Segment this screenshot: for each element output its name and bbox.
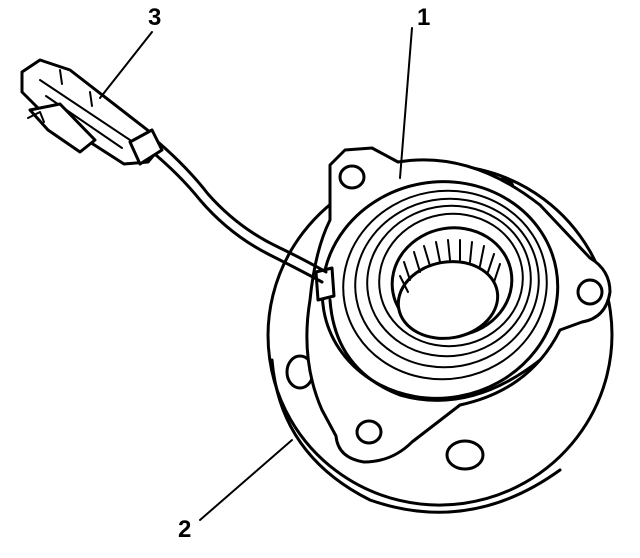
mounting-bolt-hole [338,164,366,190]
leader-line-1 [399,27,413,179]
splined-hub-bore [390,226,514,340]
callout-label-1: 1 [417,4,430,31]
bearing-seal-rings [342,189,548,381]
mounting-bolt-hole [355,419,383,445]
sensor-port [314,266,336,302]
callout-leaders [99,27,413,521]
stud-hole [445,439,485,471]
leader-line-3 [99,31,153,99]
leader-line-2 [199,439,293,521]
callout-label-2: 2 [178,516,191,543]
wheel-speed-sensor-connector [20,58,328,284]
hub-bearing-assembly [305,146,612,464]
mounting-bolt-hole [576,278,604,306]
callout-label-3: 3 [148,4,161,31]
